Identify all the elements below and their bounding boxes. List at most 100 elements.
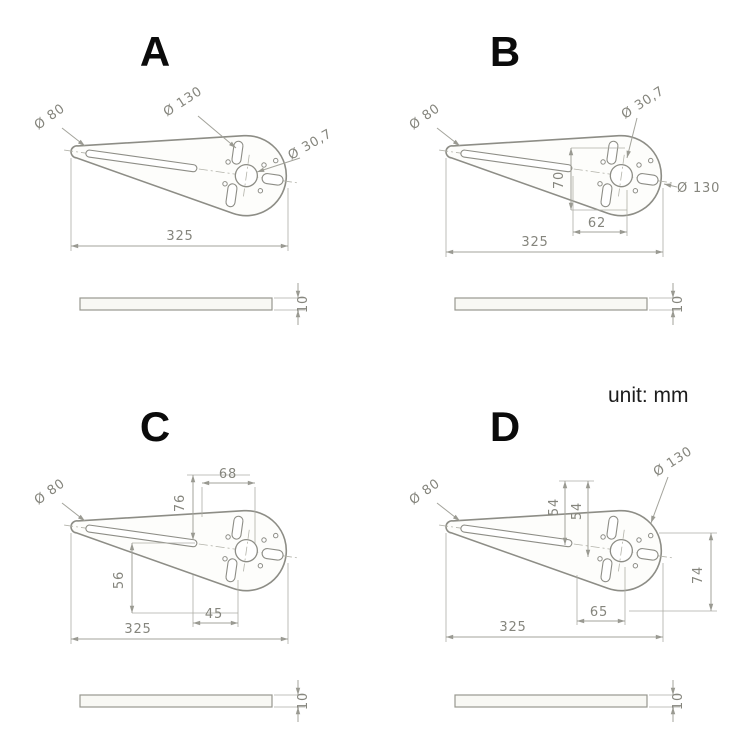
- vertical-slot-bottom: [600, 183, 613, 208]
- thickness-label: 10: [296, 295, 311, 313]
- side-view: 10: [79, 680, 311, 722]
- small-hole: [636, 537, 642, 543]
- variant-d-title: D: [489, 403, 521, 450]
- plate-top-view: [64, 134, 300, 217]
- dia80-leader: [436, 127, 461, 147]
- thickness-label: 10: [296, 692, 311, 710]
- small-hole: [222, 181, 228, 187]
- v76-dimension: 76: [173, 474, 250, 540]
- length-dimension: 325: [70, 533, 289, 644]
- side-view-plate: [79, 297, 273, 311]
- unit-label: unit: mm: [608, 384, 689, 407]
- small-hole: [261, 537, 267, 543]
- h62-dimension: 62: [572, 176, 628, 236]
- side-view: 10: [454, 680, 686, 722]
- vertical-slot-bottom: [600, 558, 613, 583]
- thickness-label: 10: [671, 295, 686, 313]
- right-oval-slot: [261, 548, 284, 561]
- v54b-label: 54: [570, 502, 585, 520]
- small-hole: [273, 157, 279, 164]
- dia80-leader: [61, 127, 86, 147]
- vertical-slot-top: [606, 515, 619, 540]
- variant-c-title: C: [139, 403, 171, 450]
- side-view-plate: [454, 694, 648, 708]
- variant-c-drawing: Ø 80 76 68 56: [32, 467, 311, 722]
- small-hole: [632, 563, 639, 569]
- length-label: 325: [124, 622, 151, 637]
- dia80-dimension: Ø 80: [32, 101, 86, 147]
- variant-b-drawing: Ø 80 Ø 30,7 Ø 130 70 62: [407, 84, 720, 325]
- variant-d-drawing: Ø 80 54 54 Ø 130 74: [407, 444, 717, 722]
- plate-top-view: [439, 509, 675, 592]
- length-label: 325: [499, 620, 526, 635]
- h68-dimension: 68: [201, 467, 256, 543]
- long-slot: [85, 524, 198, 548]
- small-hole: [648, 532, 654, 539]
- v54a-label: 54: [547, 498, 562, 516]
- small-hole: [257, 188, 264, 194]
- panel-variant-b: B Ø: [375, 0, 750, 375]
- h45-label: 45: [205, 607, 223, 622]
- vertical-slot-bottom: [225, 558, 238, 583]
- small-hole: [597, 556, 603, 562]
- h62-label: 62: [588, 216, 606, 231]
- side-view-plate: [79, 694, 273, 708]
- dia30-7-label: Ø 30,7: [286, 126, 335, 163]
- v74-dimension: 74: [629, 532, 717, 612]
- v70-label: 70: [552, 171, 567, 189]
- small-hole: [632, 188, 639, 194]
- side-view-plate: [454, 297, 648, 311]
- length-dimension: 325: [445, 533, 664, 642]
- dia130-label: Ø 130: [161, 84, 205, 120]
- long-slot: [460, 524, 573, 548]
- variant-a-title: A: [139, 28, 171, 75]
- center-hole-crossline: [618, 154, 625, 197]
- variant-a-drawing: Ø 80 Ø 130 Ø 30,7 325: [32, 84, 335, 325]
- small-hole: [600, 159, 606, 165]
- dia130-leader: [650, 476, 669, 524]
- v74-label: 74: [691, 566, 706, 584]
- variant-b-title: B: [489, 28, 521, 75]
- small-hole: [222, 556, 228, 562]
- small-hole: [600, 534, 606, 540]
- length-label: 325: [166, 229, 193, 244]
- length-label: 325: [521, 235, 548, 250]
- long-slot: [85, 149, 198, 173]
- dia80-leader: [436, 502, 461, 522]
- dia80-dimension: Ø 80: [32, 476, 86, 522]
- h68-label: 68: [219, 467, 237, 482]
- right-oval-slot: [261, 173, 284, 186]
- dia130-dimension: Ø 130: [650, 444, 695, 524]
- plate-top-view: [64, 509, 300, 592]
- dia30-7-leader: [256, 157, 301, 173]
- small-hole: [636, 162, 642, 168]
- right-oval-slot: [636, 173, 659, 186]
- small-hole: [257, 563, 264, 569]
- vertical-slot-bottom: [225, 183, 238, 208]
- dia80-dimension: Ø 80: [407, 476, 461, 522]
- dia130-dimension: Ø 130: [663, 181, 720, 196]
- dia130-leader: [197, 115, 237, 149]
- panel-variant-d: D Ø: [375, 375, 750, 750]
- small-hole: [225, 534, 231, 540]
- v70-dimension: 70: [552, 147, 627, 211]
- dia130-label: Ø 130: [677, 181, 720, 196]
- length-dimension: 325: [445, 158, 664, 257]
- dia130-label: Ø 130: [651, 444, 695, 480]
- v76-label: 76: [173, 494, 188, 512]
- side-view: 10: [79, 283, 311, 325]
- small-hole: [261, 162, 267, 168]
- vertical-slot-top: [231, 515, 244, 540]
- h45-dimension: 45: [192, 575, 239, 627]
- panel-variant-c: C Ø: [0, 375, 375, 750]
- h65-label: 65: [590, 605, 608, 620]
- v54-double-dimension: 54 54: [547, 480, 594, 557]
- small-hole: [225, 159, 231, 165]
- small-hole: [648, 157, 654, 164]
- dia130-leader: [663, 183, 678, 188]
- v56-dimension: 56: [112, 542, 238, 614]
- panel-variant-a: A Ø: [0, 0, 375, 375]
- side-view: 10: [454, 283, 686, 325]
- plate-top-view: [439, 134, 675, 217]
